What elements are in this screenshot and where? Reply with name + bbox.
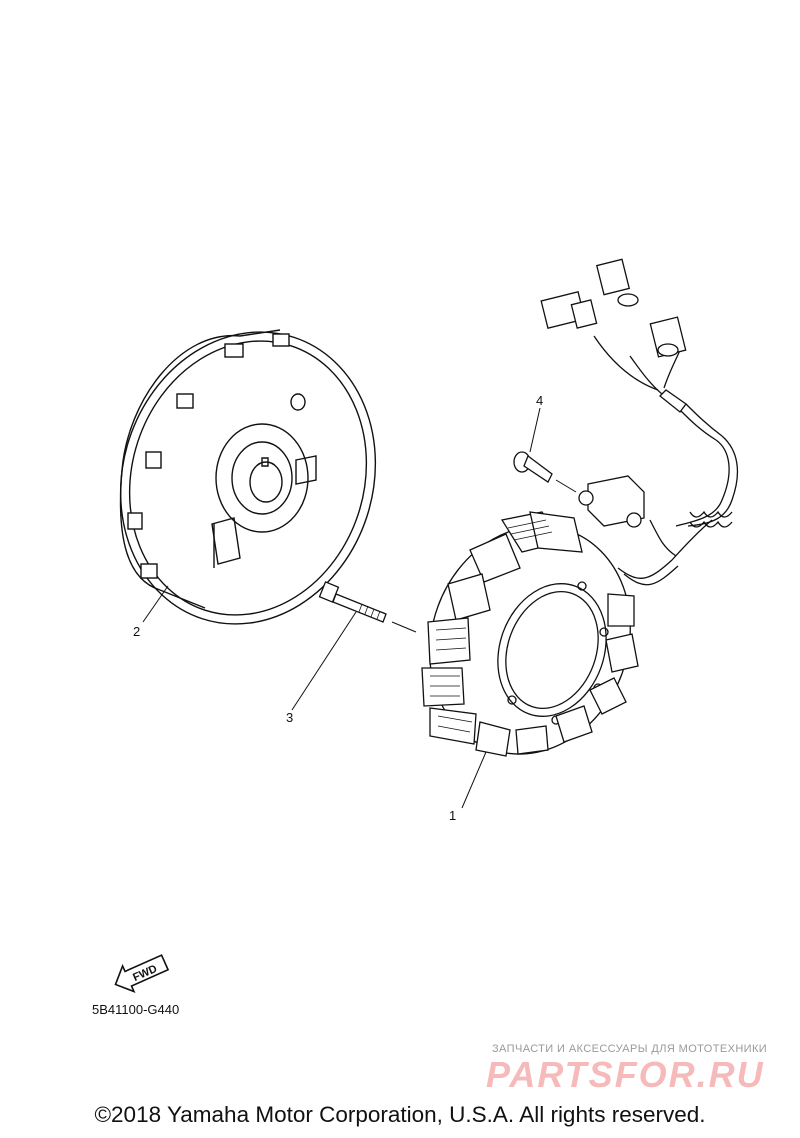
watermark-tagline: ЗАПЧАСТИ И АКСЕССУАРЫ ДЛЯ МОТОТЕХНИКИ	[492, 1043, 768, 1055]
callout-part-3: 3	[286, 710, 293, 725]
wire-harness	[593, 335, 739, 586]
diagram-code: 5B41100-G440	[92, 1002, 180, 1017]
watermark-logo: PARTSFOR.RU	[486, 1054, 765, 1095]
callout-part-4: 4	[536, 393, 543, 408]
copyright-notice: ©2018 Yamaha Motor Corporation, U.S.A. A…	[94, 1102, 706, 1127]
pickup-screw	[513, 451, 577, 493]
flywheel-bolt	[318, 581, 417, 633]
flywheel-rotor	[119, 329, 377, 625]
pickup-coil	[578, 475, 645, 528]
stator-assembly	[421, 258, 739, 757]
leader-lines	[142, 407, 541, 809]
fwd-arrow-icon: FWD	[114, 954, 170, 993]
stator-coils	[421, 511, 639, 757]
connectors	[540, 258, 687, 358]
callout-part-1: 1	[449, 808, 456, 823]
callout-part-2: 2	[133, 624, 140, 639]
